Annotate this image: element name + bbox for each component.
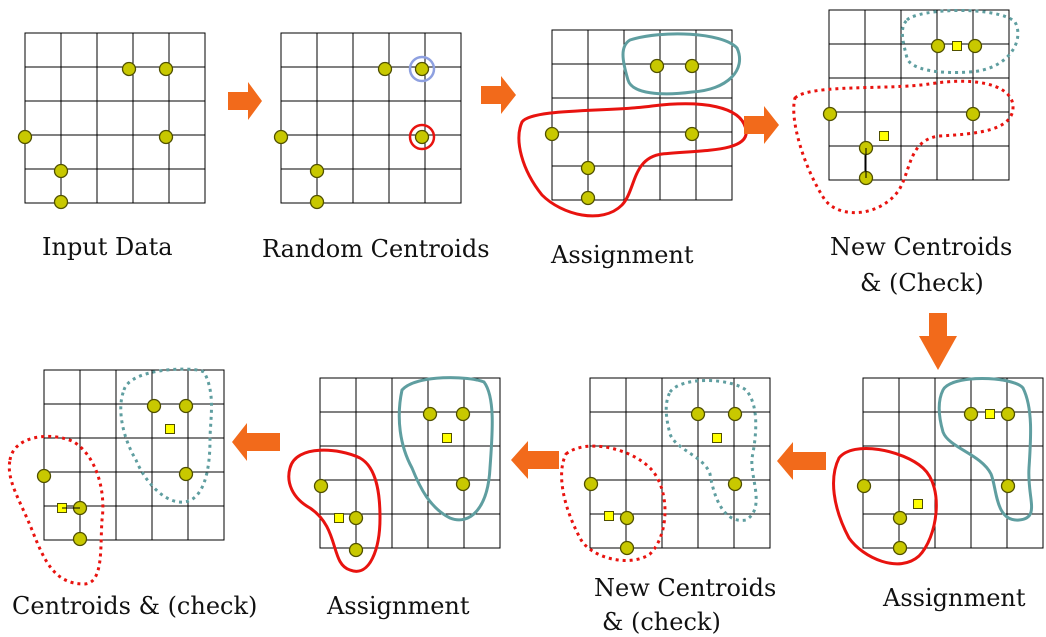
arrow-left-icon bbox=[777, 442, 826, 480]
caption-centroids-check: Centroids & (check) bbox=[12, 592, 258, 620]
data-point bbox=[967, 38, 983, 54]
data-point bbox=[649, 58, 665, 74]
panel-new-centroids-1 bbox=[792, 9, 1020, 215]
data-point bbox=[414, 61, 430, 77]
caption-input-data: Input Data bbox=[42, 233, 173, 261]
data-point bbox=[348, 510, 364, 526]
data-point bbox=[684, 126, 700, 142]
centroid bbox=[442, 433, 452, 443]
arrow-left-icon bbox=[232, 423, 280, 461]
data-point bbox=[53, 163, 69, 179]
caption-assignment-1: Assignment bbox=[551, 241, 694, 269]
centroid bbox=[985, 409, 995, 419]
data-point bbox=[892, 510, 908, 526]
initial-centroid-blue bbox=[408, 55, 436, 83]
panel-new-centroids-2 bbox=[560, 377, 771, 562]
caption-new-centroids-2-check: & (check) bbox=[602, 608, 721, 636]
data-point bbox=[348, 542, 364, 558]
data-point bbox=[178, 398, 194, 414]
data-point bbox=[690, 406, 706, 422]
initial-centroid-red bbox=[408, 123, 436, 151]
data-point bbox=[580, 190, 596, 206]
data-point bbox=[892, 540, 908, 556]
data-point bbox=[455, 476, 471, 492]
data-point bbox=[1000, 478, 1016, 494]
caption-assignment-3: Assignment bbox=[327, 592, 470, 620]
data-point bbox=[684, 58, 700, 74]
cluster-teal-dotted bbox=[900, 9, 1020, 74]
data-point bbox=[422, 406, 438, 422]
data-point bbox=[146, 398, 162, 414]
data-point bbox=[158, 129, 174, 145]
centroid bbox=[712, 433, 722, 443]
caption-new-centroids-1: New Centroids bbox=[830, 233, 1013, 261]
panel-input-data bbox=[17, 32, 206, 210]
data-point bbox=[619, 510, 635, 526]
data-point bbox=[36, 468, 52, 484]
data-point bbox=[1000, 406, 1016, 422]
cluster-red-dotted bbox=[792, 79, 1015, 215]
cluster-red bbox=[832, 447, 938, 566]
panel-random-centroids bbox=[273, 32, 462, 210]
data-point bbox=[17, 129, 33, 145]
data-point bbox=[72, 531, 88, 547]
arrow-right-icon bbox=[228, 82, 262, 120]
data-point bbox=[53, 194, 69, 210]
cluster-red-dotted bbox=[560, 444, 667, 562]
data-point bbox=[309, 163, 325, 179]
data-point bbox=[313, 478, 329, 494]
data-point bbox=[619, 540, 635, 556]
arrow-left-icon bbox=[511, 441, 559, 479]
panel-assignment-3 bbox=[287, 376, 501, 573]
data-point bbox=[965, 106, 981, 122]
data-point bbox=[583, 476, 599, 492]
caption-new-centroids-1-check: & (Check) bbox=[860, 269, 984, 297]
cluster-teal bbox=[397, 376, 494, 522]
cluster-red bbox=[517, 102, 748, 218]
data-point bbox=[178, 466, 194, 482]
cluster-red bbox=[287, 448, 382, 573]
data-point bbox=[856, 478, 872, 494]
data-point bbox=[414, 129, 430, 145]
panel-assignment-2 bbox=[832, 377, 1044, 566]
panel-assignment-1 bbox=[517, 29, 748, 218]
centroid bbox=[165, 424, 175, 434]
data-point bbox=[930, 38, 946, 54]
data-point bbox=[121, 61, 137, 77]
centroid bbox=[952, 41, 962, 51]
centroid bbox=[334, 513, 344, 523]
data-point bbox=[309, 194, 325, 210]
arrow-down-icon bbox=[919, 313, 957, 370]
cluster-red-dotted bbox=[7, 435, 105, 586]
cluster-teal bbox=[937, 377, 1034, 522]
cluster-teal bbox=[621, 32, 742, 96]
data-point bbox=[273, 129, 289, 145]
caption-new-centroids-2: New Centroids bbox=[594, 574, 777, 602]
centroid bbox=[604, 511, 614, 521]
cluster-teal-dotted bbox=[119, 367, 213, 504]
caption-random-centroids: Random Centroids bbox=[262, 235, 490, 263]
data-point bbox=[377, 61, 393, 77]
data-point bbox=[158, 61, 174, 77]
arrow-right-icon bbox=[481, 76, 516, 114]
arrow-right-icon bbox=[744, 106, 779, 144]
data-point bbox=[822, 106, 838, 122]
data-point bbox=[580, 160, 596, 176]
data-point bbox=[455, 406, 471, 422]
centroid bbox=[879, 131, 889, 141]
caption-assignment-2: Assignment bbox=[883, 584, 1026, 612]
centroid bbox=[913, 499, 923, 509]
data-point bbox=[727, 406, 743, 422]
data-point bbox=[544, 126, 560, 142]
panel-centroids-check bbox=[7, 367, 225, 586]
data-point bbox=[727, 476, 743, 492]
data-point bbox=[963, 406, 979, 422]
